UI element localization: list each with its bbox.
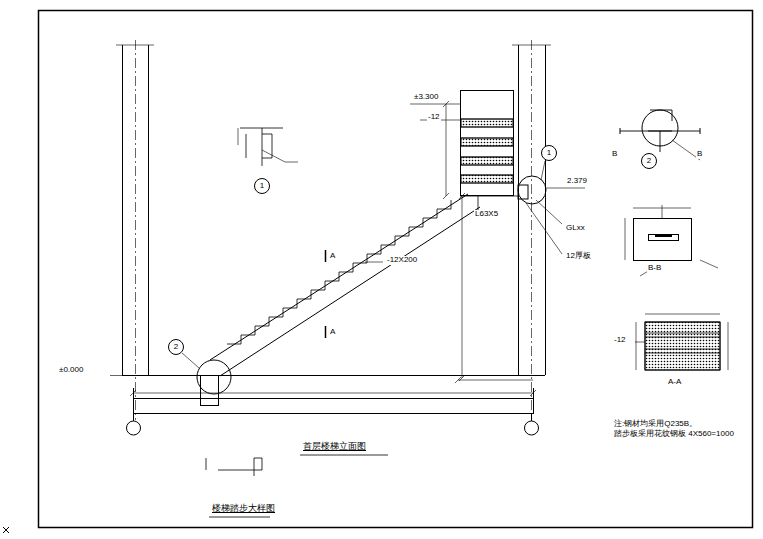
annotation-text: -12X200 — [386, 256, 418, 265]
callout-circle: 1 — [541, 145, 557, 161]
annotation-text: 踏步板采用花纹钢板 4X560=1000 — [613, 430, 735, 439]
callout-number: 1 — [260, 182, 264, 190]
annotation-text: A — [329, 252, 336, 261]
drawing-title: 首层楼梯立面图 — [302, 442, 367, 452]
callout-circle: 2 — [641, 153, 657, 169]
annotation-text: B-B — [647, 264, 662, 273]
annotation-text: B — [611, 150, 618, 159]
drawing-title: 楼梯踏步大样图 — [211, 504, 276, 514]
annotation-text: 注:钢材均采用Q235B。 — [613, 420, 698, 429]
annotation-text: ±3.300 — [413, 93, 439, 102]
callout-number: 1 — [547, 149, 551, 157]
annotation-text: A — [329, 328, 336, 337]
annotation-text: 2.379 — [566, 177, 588, 186]
callout-number: 2 — [647, 157, 651, 165]
annotation-text: 12厚板 — [565, 252, 592, 261]
annotation-text: GLxx — [565, 224, 586, 233]
annotation-text: ±0.000 — [58, 366, 84, 375]
callout-circle: 1 — [254, 178, 270, 194]
annotation-text: A-A — [667, 378, 682, 387]
annotation-text: -12 — [613, 336, 627, 345]
annotation-text: -12 — [427, 113, 441, 122]
callout-circle: 2 — [168, 339, 184, 355]
annotation-text: B — [696, 150, 703, 159]
callout-number: 2 — [174, 343, 178, 351]
annotation-text: L63X5 — [474, 210, 499, 219]
